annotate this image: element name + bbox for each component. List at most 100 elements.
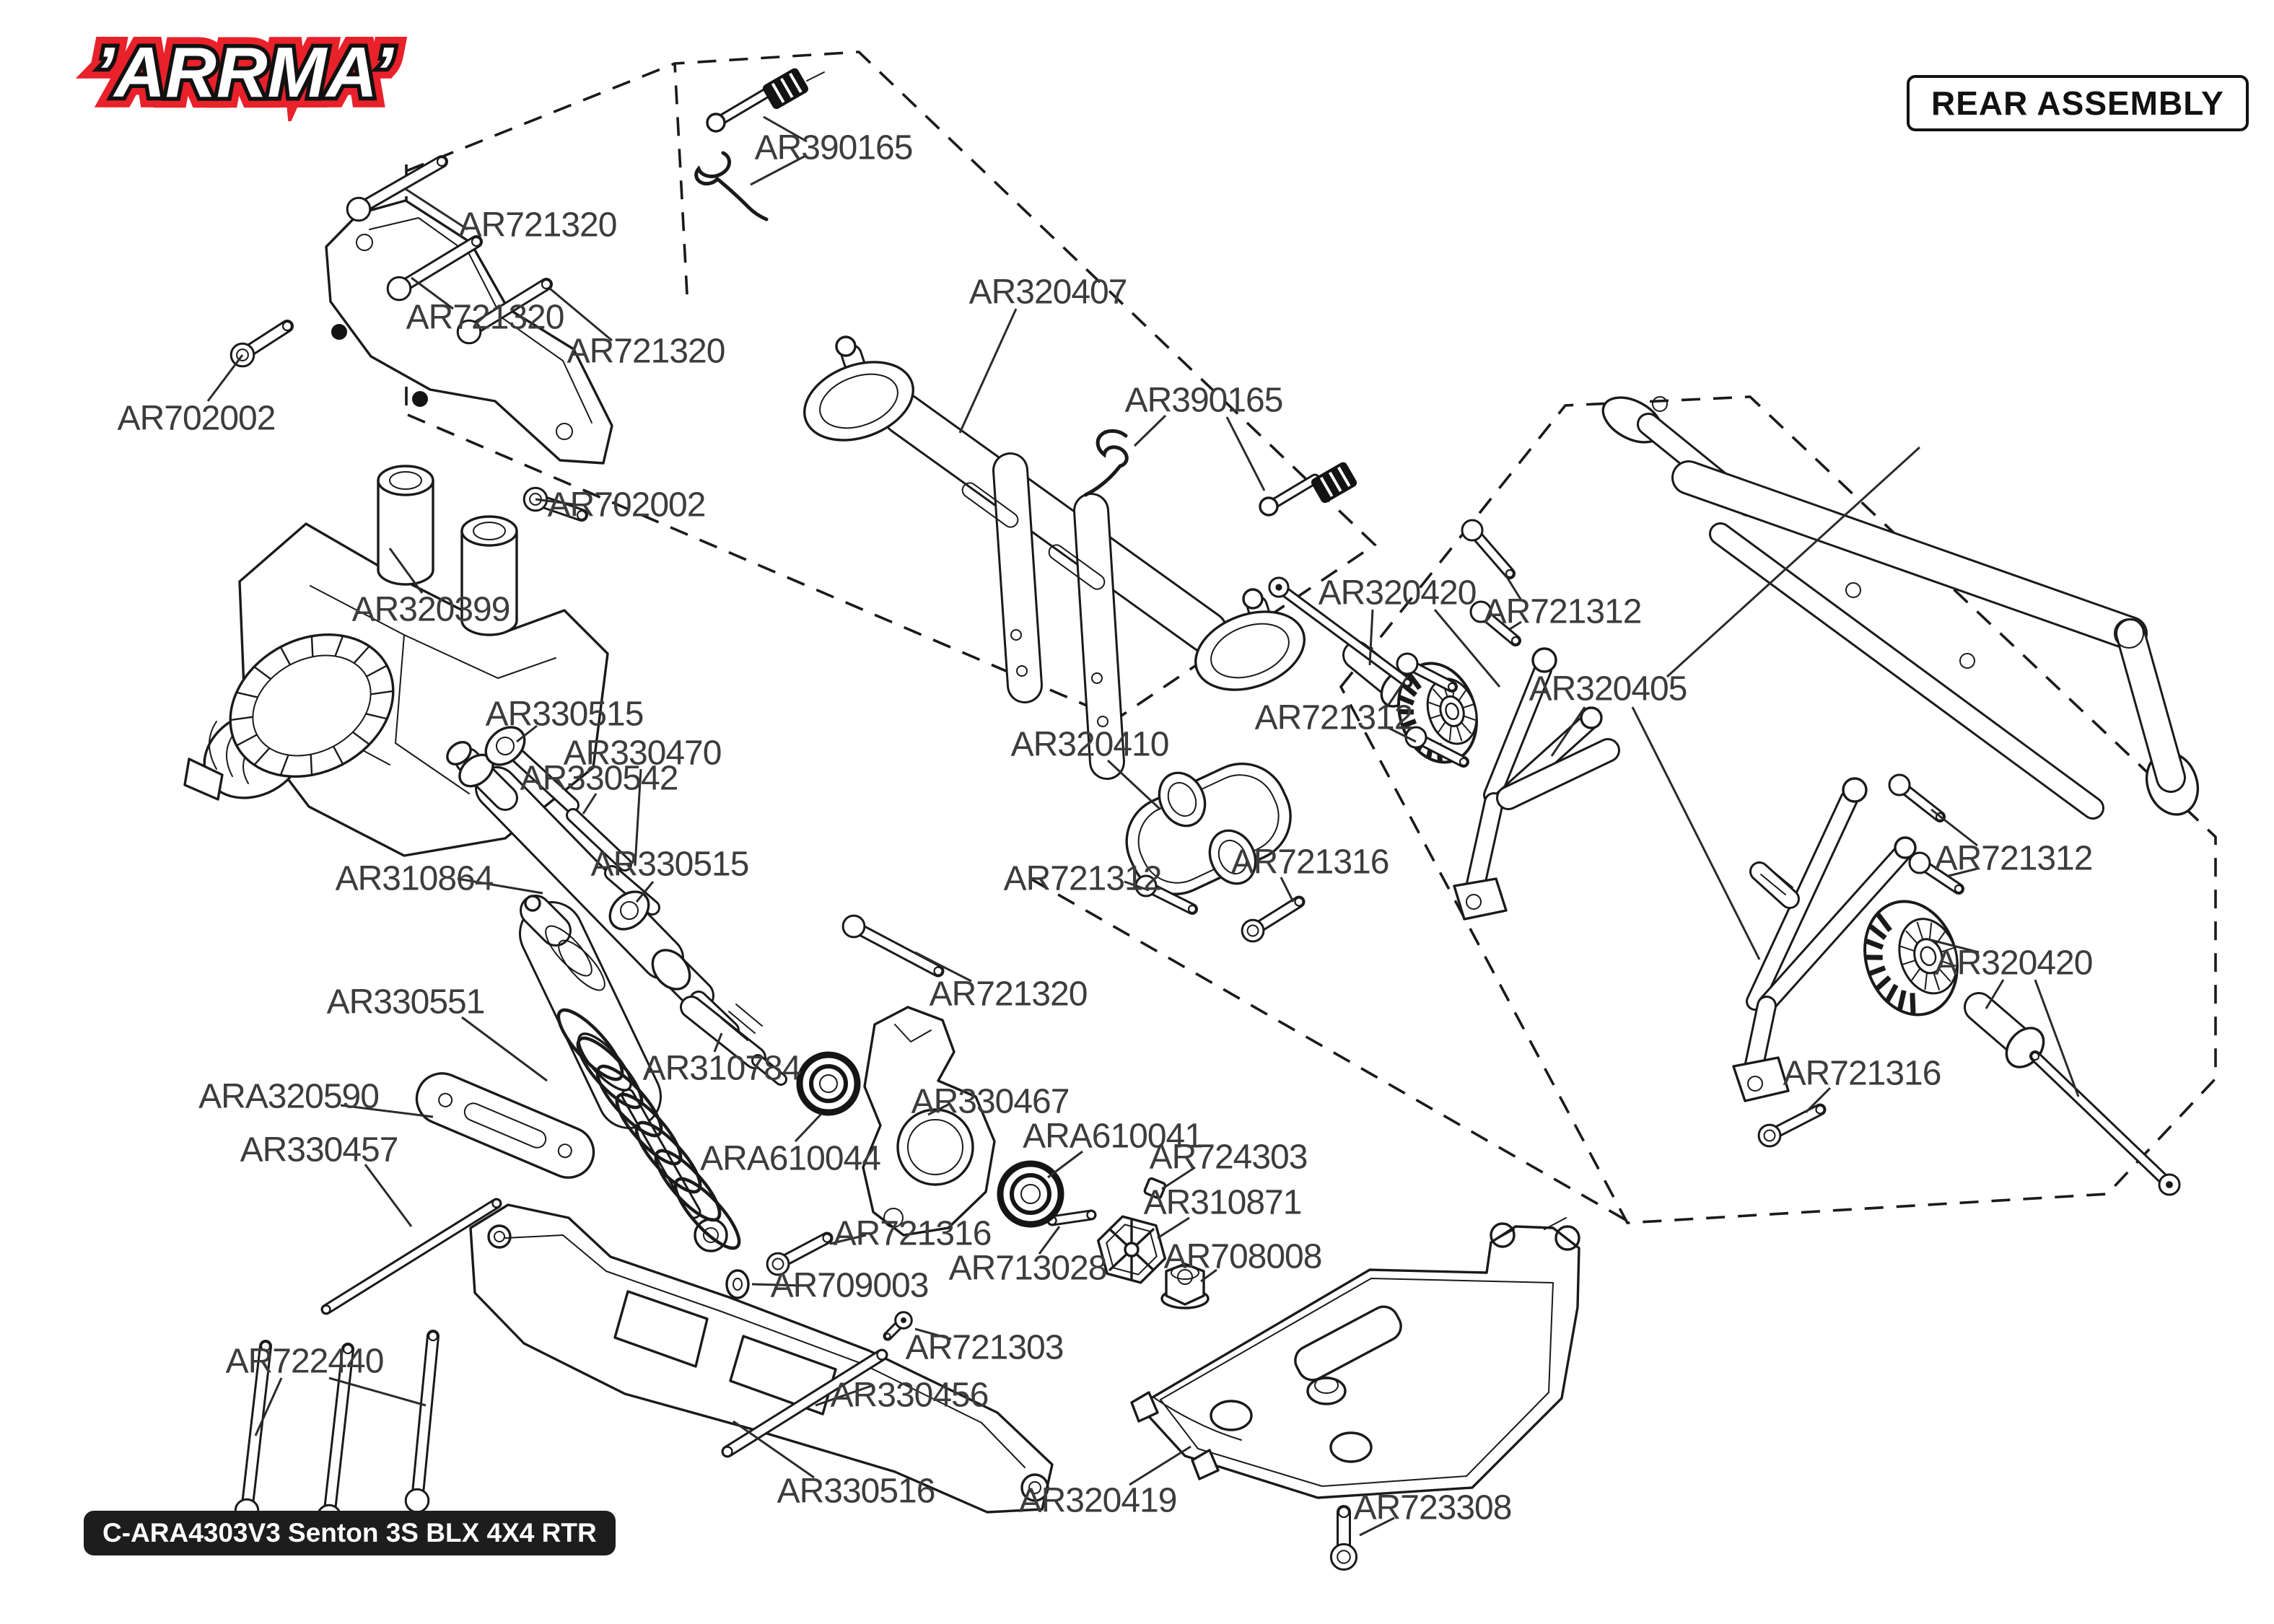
part-label: AR330456 <box>830 1376 989 1415</box>
part-label: AR702002 <box>117 399 276 438</box>
leader-line <box>1200 1268 1217 1283</box>
part-bodies <box>183 199 2200 1514</box>
skid-plate <box>1137 1225 1580 1499</box>
part-label: AR702002 <box>547 486 707 524</box>
leader-line <box>815 1384 874 1407</box>
leader-line <box>1368 609 1374 666</box>
leader-line <box>206 354 244 402</box>
leader-line <box>1129 1445 1191 1486</box>
leader-line <box>634 768 642 866</box>
leader-line <box>927 1102 950 1116</box>
small-hardware <box>331 68 1357 1309</box>
part-label: AR721320 <box>458 206 618 245</box>
leader-line <box>751 1283 805 1287</box>
part-label: AR320399 <box>351 590 511 629</box>
leader-line <box>914 1327 952 1340</box>
part-label: AR330551 <box>326 983 486 1022</box>
leader-line <box>794 1112 823 1143</box>
leader-line <box>1280 877 1295 903</box>
leader-line <box>254 1377 283 1436</box>
part-label: AR709003 <box>770 1266 930 1305</box>
leader-line <box>914 951 972 983</box>
leader-line <box>457 877 543 895</box>
leader-line <box>829 1234 867 1245</box>
leader-line <box>713 1032 723 1053</box>
leader-line <box>1985 979 2005 1009</box>
part-label: AR721320 <box>929 975 1088 1014</box>
leader-line <box>1550 706 1586 757</box>
part-label: AR330457 <box>240 1131 399 1169</box>
part-label: AR721320 <box>567 332 726 371</box>
leader-line <box>582 793 598 815</box>
part-label: AR390165 <box>1124 381 1284 420</box>
part-label: AR330470 <box>563 734 722 773</box>
leader-line <box>328 1377 427 1407</box>
leader-line <box>1433 609 1501 688</box>
leader-line <box>2034 979 2080 1097</box>
part-label: AR390165 <box>754 128 914 167</box>
leader-line <box>1631 706 1761 960</box>
leader-line <box>405 188 468 231</box>
leader-line <box>1038 1226 1061 1255</box>
part-label: AR310784 <box>642 1049 802 1088</box>
part-label: AR724303 <box>1149 1138 1308 1177</box>
part-label: ARA610044 <box>700 1139 881 1178</box>
part-label: AR721303 <box>905 1328 1064 1367</box>
leader-line <box>1948 867 1978 877</box>
part-label: AR320407 <box>968 273 1128 312</box>
part-label: AR330542 <box>520 759 679 798</box>
leader-line <box>1928 938 1980 954</box>
leader-line <box>461 1016 548 1082</box>
leader-line <box>1503 573 1523 601</box>
part-label: AR320419 <box>1018 1481 1178 1520</box>
leader-line <box>635 881 655 903</box>
leader-line <box>516 724 538 743</box>
part-label: AR320420 <box>1318 574 1477 613</box>
part-label: AR721316 <box>1230 843 1390 882</box>
part-label: AR320410 <box>1010 725 1170 764</box>
model-badge: C-ARA4303V3 Senton 3S BLX 4X4 RTR <box>84 1511 616 1555</box>
leader-line <box>535 498 580 506</box>
part-details <box>446 335 2144 1252</box>
leader-line <box>1161 1166 1196 1190</box>
part-label: AR330515 <box>590 845 750 884</box>
part-label: AR723308 <box>1353 1488 1513 1527</box>
leader-line <box>388 548 424 594</box>
logo-text: ’ARRMA’ <box>95 32 395 112</box>
leader-line <box>1804 1087 1832 1114</box>
page-title: REAR ASSEMBLY <box>1907 75 2249 131</box>
leader-line <box>1157 1216 1190 1239</box>
leader-line <box>549 287 613 342</box>
leader-line <box>1225 416 1266 491</box>
leader-line <box>1386 726 1417 743</box>
leader-line <box>1359 1517 1395 1537</box>
leader-line <box>340 1104 434 1118</box>
leader-line <box>411 276 454 310</box>
part-label: AR721312 <box>1483 592 1643 631</box>
part-label: AR721316 <box>1783 1054 1942 1093</box>
leader-line <box>733 1420 815 1479</box>
leader-line <box>763 115 808 143</box>
logo-text-outline: ’ARRMA’ <box>95 32 395 112</box>
leader-line <box>364 1164 413 1227</box>
leader-line <box>1509 620 1522 631</box>
leader-line <box>1930 808 1978 847</box>
part-label: AR330516 <box>777 1472 936 1511</box>
leader-lines <box>206 115 2080 1537</box>
part-label: AR721320 <box>406 298 565 337</box>
part-label: AR330515 <box>485 695 644 734</box>
part-label: AR330467 <box>911 1082 1070 1121</box>
leader-line <box>1106 759 1162 811</box>
arrma-logo: ’ARRMA’ ’ARRMA’ <box>84 27 406 121</box>
part-label: AR708008 <box>1163 1237 1323 1276</box>
leader-line <box>1666 446 1921 678</box>
part-label: AR320405 <box>1529 670 1688 708</box>
part-label: AR713028 <box>948 1249 1108 1288</box>
part-label: AR310871 <box>1143 1183 1303 1222</box>
part-label: ARA320590 <box>198 1077 380 1116</box>
part-label: AR320420 <box>1934 944 2094 983</box>
leader-line <box>1124 880 1150 892</box>
part-label: AR721312 <box>1934 839 2094 878</box>
